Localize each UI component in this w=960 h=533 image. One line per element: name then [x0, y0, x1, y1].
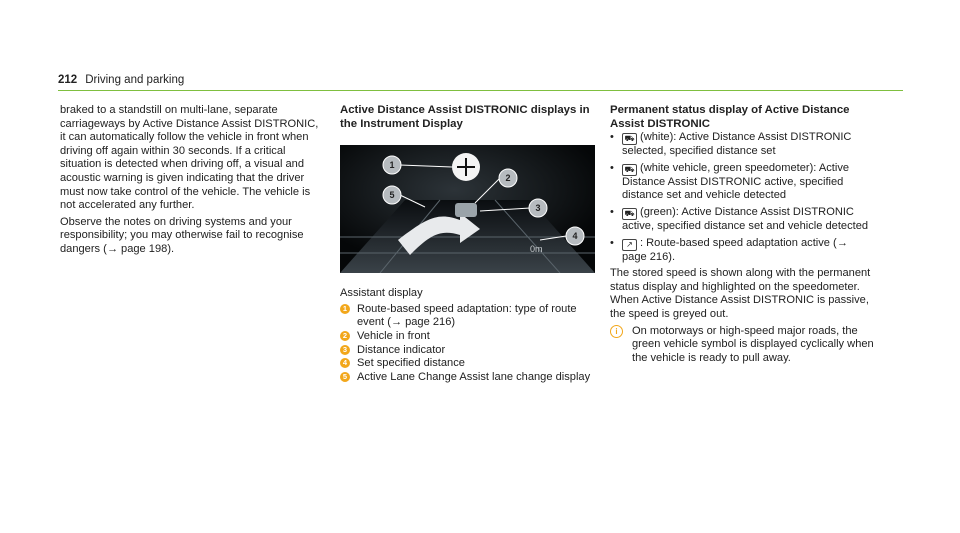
- lane-change-arrow: [398, 213, 480, 256]
- distronic-vehicle-icon: ⛟: [622, 133, 637, 146]
- callout-badge-4: [565, 226, 585, 246]
- figure-caption: Assistant display: [340, 287, 423, 300]
- callout-lines: [399, 164, 567, 241]
- page-header: 212 Driving and parking: [58, 74, 184, 86]
- page-number: 212: [58, 74, 78, 86]
- list-item-text: (white vehicle, green speedometer): Acti…: [622, 161, 850, 202]
- vehicle-in-front: [455, 203, 477, 218]
- legend-item: 3 Distance indicator: [340, 344, 598, 358]
- status-list: •⛟(white): Active Distance Assist DISTRO…: [610, 131, 875, 264]
- legend-text: Set specified distance: [357, 357, 465, 370]
- section-heading: Active Distance Assist DISTRONIC display…: [340, 104, 590, 130]
- distronic-vehicle-icon: ⛟: [622, 207, 637, 220]
- junction-icon: [457, 158, 475, 177]
- column-1: braked to a standstill on multi-lane, se…: [60, 104, 322, 260]
- info-note: i On motorways or high-speed major roads…: [610, 324, 875, 366]
- callout-badge-2: [498, 168, 518, 188]
- list-item: •⛟(white vehicle, green speedometer): Ac…: [610, 161, 850, 202]
- legend-badge: 1: [340, 303, 350, 314]
- legend-badge: 4: [340, 358, 350, 369]
- list-item-text: (green): Active Distance Assist DISTRONI…: [622, 205, 869, 232]
- list-item: •⛟(green): Active Distance Assist DISTRO…: [610, 205, 869, 232]
- section-title: Driving and parking: [85, 74, 185, 86]
- list-item-text: (white): Active Distance Assist DISTRONI…: [622, 131, 852, 158]
- distronic-vehicle-icon: ⛟: [622, 163, 637, 176]
- list-item-text: : Route-based speed adaptation active (→…: [622, 236, 848, 263]
- column-2: Active Distance Assist DISTRONIC display…: [340, 104, 598, 384]
- legend-text: Vehicle in front: [357, 329, 430, 342]
- callout-badge-3: [528, 198, 548, 218]
- route-speed-adaptation-icon: ↗: [622, 238, 637, 251]
- legend-item: 2 Vehicle in front: [340, 330, 598, 344]
- status-display-heading: Permanent status display of Active Dista…: [610, 104, 850, 130]
- paragraph-standstill: braked to a standstill on multi-lane, se…: [60, 104, 319, 212]
- callout-number-4: 4: [572, 231, 577, 241]
- column-3: Permanent status display of Active Dista…: [610, 104, 875, 365]
- distance-label: 0m: [530, 244, 543, 254]
- callout-number-5: 5: [389, 190, 394, 200]
- callout-number-3: 3: [535, 203, 540, 213]
- callout-badge-1: [382, 155, 402, 175]
- legend-text: Distance indicator: [357, 343, 446, 356]
- header-rule: [58, 90, 903, 91]
- callout-number-1: 1: [389, 160, 394, 170]
- legend-item: 4 Set specified distance: [340, 357, 598, 371]
- legend-text: Route-based speed adaptation: type of ro…: [357, 302, 577, 329]
- callout-number-2: 2: [505, 173, 510, 183]
- callout-badge-5: [382, 185, 402, 205]
- list-item: •↗: Route-based speed adaptation active …: [610, 236, 848, 263]
- info-icon: i: [610, 324, 623, 338]
- note-text: On motorways or high-speed major roads, …: [632, 324, 874, 364]
- legend-text: Active Lane Change Assist lane change di…: [357, 370, 591, 383]
- legend-item: 5 Active Lane Change Assist lane change d…: [340, 371, 598, 385]
- assistant-display-figure: 0m 1 2 3 4 5: [340, 145, 595, 274]
- legend-badge: 3: [340, 344, 350, 355]
- paragraph-stored-speed: The stored speed is shown along with the…: [610, 267, 871, 320]
- legend-item: 1 Route-based speed adaptation: type of r…: [340, 303, 598, 330]
- instrument-display-image: 0m 1 2 3 4 5: [340, 145, 595, 274]
- legend-badge: 5: [340, 371, 350, 382]
- paragraph-observe: Observe the notes on driving systems and…: [60, 215, 304, 255]
- legend-badge: 2: [340, 330, 350, 341]
- list-item: •⛟(white): Active Distance Assist DISTRO…: [610, 131, 852, 158]
